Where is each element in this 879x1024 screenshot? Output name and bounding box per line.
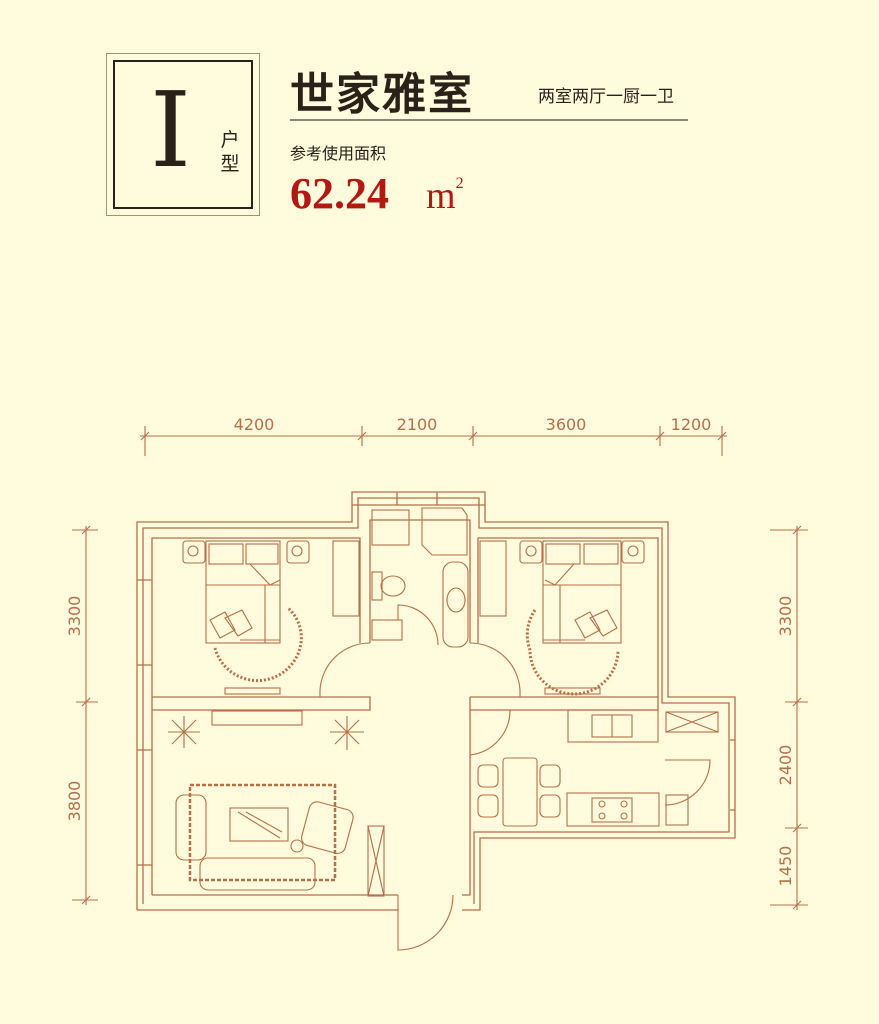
dim-top-3: 3600 <box>546 415 587 434</box>
unit-type-frame-inner <box>113 60 253 209</box>
walls <box>136 491 736 911</box>
dim-right-3: 1450 <box>776 846 795 887</box>
dim-right-2: 2400 <box>776 745 795 786</box>
area-unit-base: m <box>426 175 456 217</box>
doors <box>319 604 711 951</box>
plan-title: 世家雅室 <box>290 69 474 120</box>
dimension-right: 3300 2400 1450 <box>770 525 808 910</box>
unit-type-frame <box>106 53 260 216</box>
plan-subtitle: 两室两厅一厨一卫 <box>538 87 674 107</box>
dim-right-1: 3300 <box>776 596 795 637</box>
area-unit-sup: 2 <box>455 175 464 192</box>
bed-left <box>182 540 360 695</box>
plant-icon <box>168 716 364 750</box>
bathroom-fixtures <box>371 507 469 648</box>
header-divider <box>290 119 688 121</box>
dim-top-1: 4200 <box>234 415 275 434</box>
dim-top-4: 1200 <box>671 415 712 434</box>
unit-type-letter: I <box>150 69 192 191</box>
dimension-left: 3300 3800 <box>65 525 98 905</box>
dim-left-1: 3300 <box>65 596 84 637</box>
unit-type-label: 户型 <box>220 129 240 175</box>
area-label: 参考使用面积 <box>290 144 387 163</box>
living-room-furniture <box>168 710 385 897</box>
dim-top-2: 2100 <box>397 415 438 434</box>
bed-right <box>479 540 645 696</box>
dimension-top: 4200 2100 3600 1200 <box>140 415 727 456</box>
kitchen-furniture <box>477 709 719 827</box>
area-value: 62.24 <box>290 169 389 218</box>
area-unit: m2 <box>426 174 464 218</box>
dim-left-2: 3800 <box>65 781 84 822</box>
